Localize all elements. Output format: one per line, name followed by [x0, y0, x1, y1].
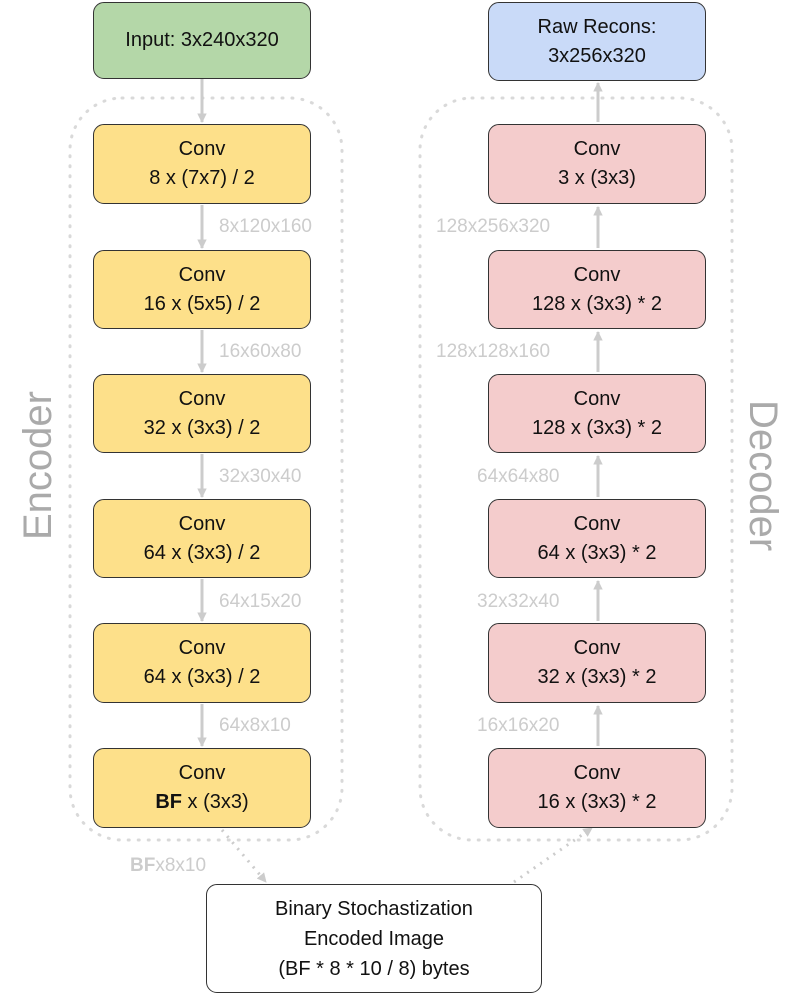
layer-spec-rest: x (3x3): [181, 791, 249, 813]
layer-name: Conv: [178, 512, 226, 535]
decoder-layer-4: Conv 64 x (3x3) * 2: [488, 499, 706, 578]
encoder-dim-1: 8x120x160: [219, 216, 312, 237]
decoder-title: Decoder: [741, 400, 785, 552]
layer-name: Conv: [573, 512, 621, 535]
input-node: Input: 3x240x320: [93, 2, 311, 79]
bf-dim-rest: x8x10: [155, 855, 207, 876]
encoder-dim-4: 64x15x20: [219, 591, 302, 612]
binary-encoded-image-node: Binary Stochastization Encoded Image (BF…: [206, 884, 542, 993]
binary-line3: (BF * 8 * 10 / 8) bytes: [278, 957, 470, 980]
layer-spec: 64 x (3x3) * 2: [537, 541, 657, 564]
decoder-layer-2: Conv 128 x (3x3) * 2: [488, 250, 706, 329]
binary-line1: Binary Stochastization: [275, 897, 473, 920]
input-label: Input: 3x240x320: [125, 29, 279, 51]
layer-name: Conv: [573, 263, 621, 286]
layer-name: Conv: [573, 138, 621, 160]
layer-name: Conv: [573, 387, 621, 410]
layer-spec: 8 x (7x7) / 2: [149, 167, 255, 189]
decoder-dim-5: 16x16x20: [477, 715, 560, 736]
layer-spec: 16 x (5x5) / 2: [143, 292, 261, 315]
layer-spec: 32 x (3x3) * 2: [537, 666, 657, 688]
output-label-line1: Raw Recons:: [537, 15, 657, 38]
layer-name: Conv: [178, 762, 226, 784]
layer-name: Conv: [178, 387, 226, 410]
layer-spec: 64 x (3x3) / 2: [143, 666, 261, 688]
layer-name: Conv: [178, 637, 226, 659]
layer-spec: 32 x (3x3) / 2: [143, 416, 261, 439]
layer-spec: 128 x (3x3) * 2: [531, 416, 663, 439]
encoder-layer-5: Conv 64 x (3x3) / 2: [93, 623, 311, 703]
binary-line2: Encoded Image: [303, 927, 445, 950]
layer-name: Conv: [178, 138, 226, 160]
layer-name: Conv: [573, 762, 621, 784]
decoder-dim-1: 128x256x320: [436, 216, 551, 237]
decoder-group-outline: [418, 96, 734, 842]
bf-bold: BF: [155, 791, 182, 813]
decoder-layer-1: Conv 3 x (3x3): [488, 124, 706, 204]
encoder-dim-5: 64x8x10: [219, 715, 291, 736]
encoder-layer-1: Conv 8 x (7x7) / 2: [93, 124, 311, 204]
decoder-layer-5: Conv 32 x (3x3) * 2: [488, 623, 706, 703]
layer-spec: 64 x (3x3) / 2: [143, 541, 261, 564]
layer-name: Conv: [178, 263, 226, 286]
encoder-dim-2: 16x60x80: [219, 341, 302, 362]
encoder-group-outline: [68, 96, 344, 842]
decoder-layer-6: Conv 16 x (3x3) * 2: [488, 748, 706, 828]
decoder-dim-3: 64x64x80: [477, 466, 560, 487]
output-label-line2: 3x256x320: [548, 44, 646, 67]
output-node: Raw Recons: 3x256x320: [488, 2, 706, 81]
layer-name: Conv: [573, 637, 621, 659]
encoder-layer-2: Conv 16 x (5x5) / 2: [93, 250, 311, 329]
decoder-dim-2: 128x128x160: [436, 341, 551, 362]
encoder-layer-6: Conv BF x (3x3): [93, 748, 311, 828]
layer-spec: 3 x (3x3): [558, 167, 636, 189]
arrow-binary-to-dec6: [513, 826, 593, 884]
encoder-title: Encoder: [16, 391, 60, 540]
layer-spec: 16 x (3x3) * 2: [537, 791, 657, 813]
arrow-enc6-to-binary: [220, 829, 268, 883]
encoder-layer-3: Conv 32 x (3x3) / 2: [93, 374, 311, 453]
layer-spec: 128 x (3x3) * 2: [531, 292, 663, 315]
layer-spec: BF x (3x3): [155, 788, 248, 817]
encoder-output-dim: BFx8x10: [130, 855, 206, 877]
encoder-layer-4: Conv 64 x (3x3) / 2: [93, 499, 311, 578]
bf-dim-bold: BF: [130, 855, 156, 876]
encoder-dim-3: 32x30x40: [219, 466, 302, 487]
decoder-layer-3: Conv 128 x (3x3) * 2: [488, 374, 706, 453]
decoder-dim-4: 32x32x40: [477, 591, 560, 612]
